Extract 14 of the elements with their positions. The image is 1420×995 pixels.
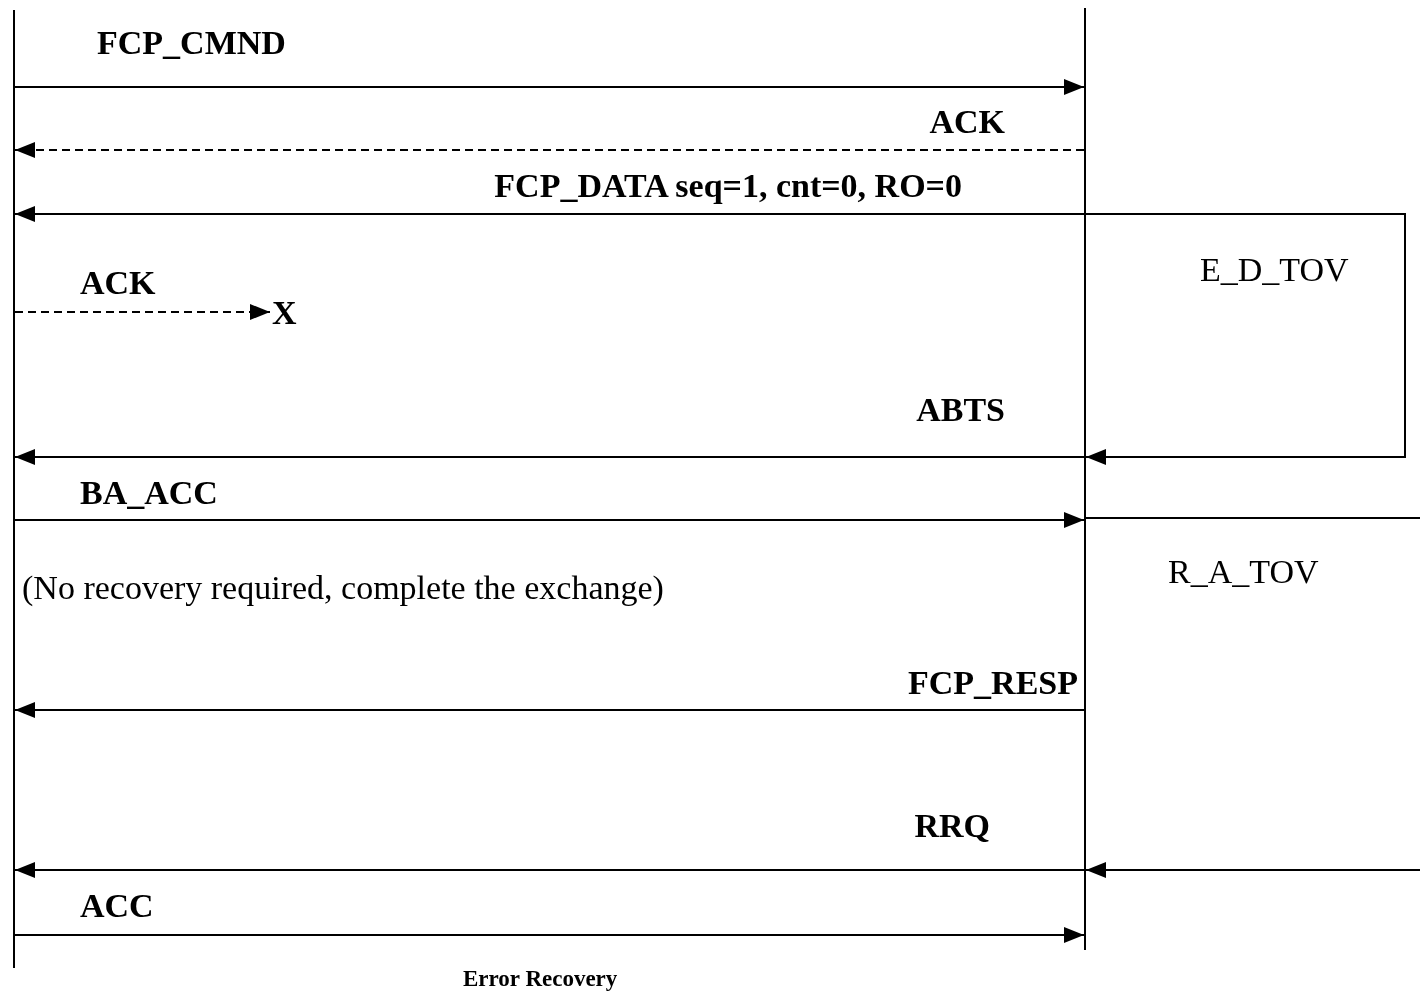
- timer-line: [1085, 517, 1420, 519]
- message-arrow: [14, 862, 1085, 878]
- message-arrow: [14, 206, 1085, 222]
- lifeline: [13, 10, 15, 968]
- message-arrow: [14, 449, 1085, 465]
- message-arrow: [14, 702, 1085, 718]
- lifeline: [1084, 8, 1086, 950]
- message-arrow: [14, 512, 1085, 528]
- message-arrow: [14, 927, 1085, 943]
- timer-loop-arrow: [1085, 213, 1406, 465]
- message-arrow: [1085, 862, 1420, 878]
- message-arrow: [14, 304, 271, 320]
- message-arrow: [14, 142, 1085, 158]
- message-arrow: [14, 79, 1085, 95]
